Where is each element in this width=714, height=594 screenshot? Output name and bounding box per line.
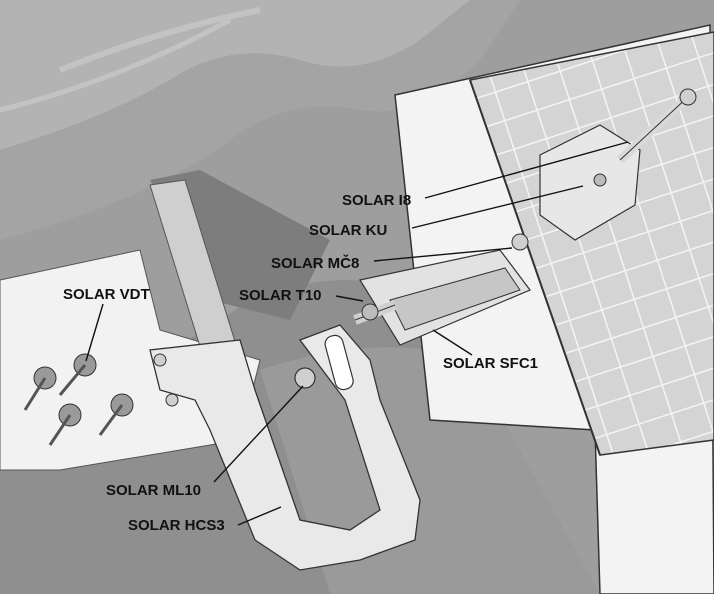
label-solar-mc8: SOLAR MČ8 xyxy=(271,254,359,272)
label-solar-hcs3: SOLAR HCS3 xyxy=(128,517,225,534)
label-solar-i8: SOLAR I8 xyxy=(342,192,411,209)
leader-solar-t10 xyxy=(335,295,364,302)
label-solar-ml10: SOLAR ML10 xyxy=(106,482,201,499)
wood-screws xyxy=(23,353,134,446)
module-clamp xyxy=(511,88,697,251)
leader-solar-mc8 xyxy=(373,247,513,262)
roof-hook xyxy=(149,324,421,571)
leader-solar-vdt xyxy=(85,303,104,362)
t-bolt xyxy=(353,300,397,325)
leader-solar-sfc1 xyxy=(432,329,473,356)
leader-solar-ku xyxy=(411,185,584,229)
labels: SOLAR I8 SOLAR KU SOLAR MČ8 SOLAR T10 SO… xyxy=(63,192,538,534)
leader-solar-ml10 xyxy=(213,385,304,483)
label-solar-ku: SOLAR KU xyxy=(309,222,387,239)
label-solar-t10: SOLAR T10 xyxy=(239,287,322,304)
leader-solar-i8 xyxy=(424,141,629,199)
rail-profile xyxy=(359,249,531,346)
label-solar-vdt: SOLAR VDT xyxy=(63,286,150,303)
leader-lines xyxy=(85,141,629,526)
label-solar-sfc1: SOLAR SFC1 xyxy=(443,355,538,372)
leader-solar-hcs3 xyxy=(237,506,282,526)
